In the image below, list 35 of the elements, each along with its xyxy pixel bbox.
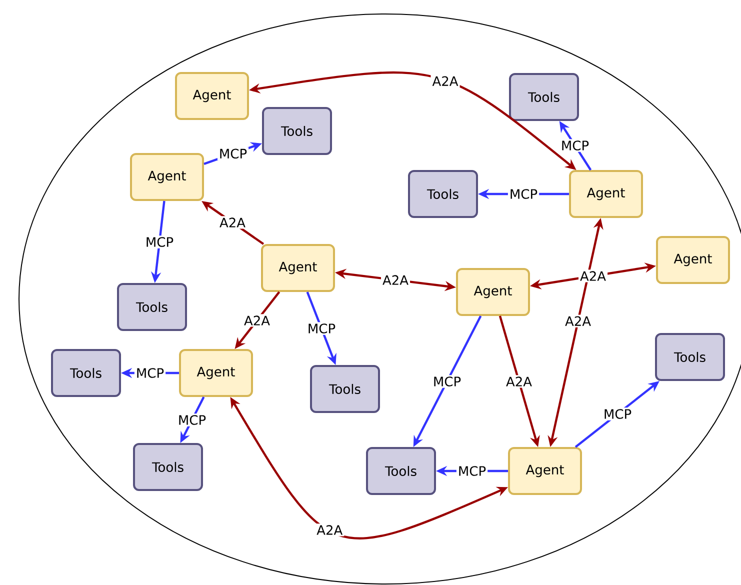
edge-label: MCP: [508, 188, 540, 200]
tools-box: Tools: [366, 446, 436, 495]
agent-box: Agent: [456, 268, 530, 316]
edge-label: A2A: [504, 375, 534, 388]
tools-box: Tools: [509, 72, 579, 121]
edge-label: MCP: [144, 236, 176, 248]
agent-box: Agent: [569, 170, 643, 218]
edge-label: MCP: [456, 464, 488, 478]
tools-box: Tools: [262, 106, 332, 155]
agent-box: Agent: [656, 236, 730, 284]
agent-box: Agent: [508, 446, 582, 495]
edge-label: A2A: [564, 314, 593, 328]
tools-box: Tools: [655, 333, 725, 381]
edge-label: A2A: [218, 216, 248, 229]
edge-label: MCP: [306, 322, 338, 335]
edge-label: A2A: [578, 270, 608, 282]
edge-label: A2A: [430, 74, 460, 88]
edge-label: MCP: [134, 366, 166, 380]
edge-label: MCP: [176, 414, 208, 426]
edge-label: MCP: [559, 139, 591, 152]
tools-box: Tools: [117, 282, 187, 331]
edge-label: A2A: [242, 314, 272, 327]
tools-box: Tools: [133, 442, 203, 491]
tools-box: Tools: [51, 348, 121, 397]
agent-box: Agent: [179, 348, 253, 397]
tools-box: Tools: [408, 170, 478, 218]
agent-box: Agent: [175, 72, 249, 120]
edge-label: MCP: [602, 408, 634, 420]
edge-label: MCP: [431, 375, 463, 388]
agent-box: Agent: [261, 244, 335, 292]
edge-label: A2A: [315, 524, 344, 536]
edge-label: MCP: [217, 147, 249, 160]
agent-box: Agent: [130, 152, 204, 201]
tools-box: Tools: [310, 364, 380, 413]
edge-label: A2A: [380, 274, 410, 286]
